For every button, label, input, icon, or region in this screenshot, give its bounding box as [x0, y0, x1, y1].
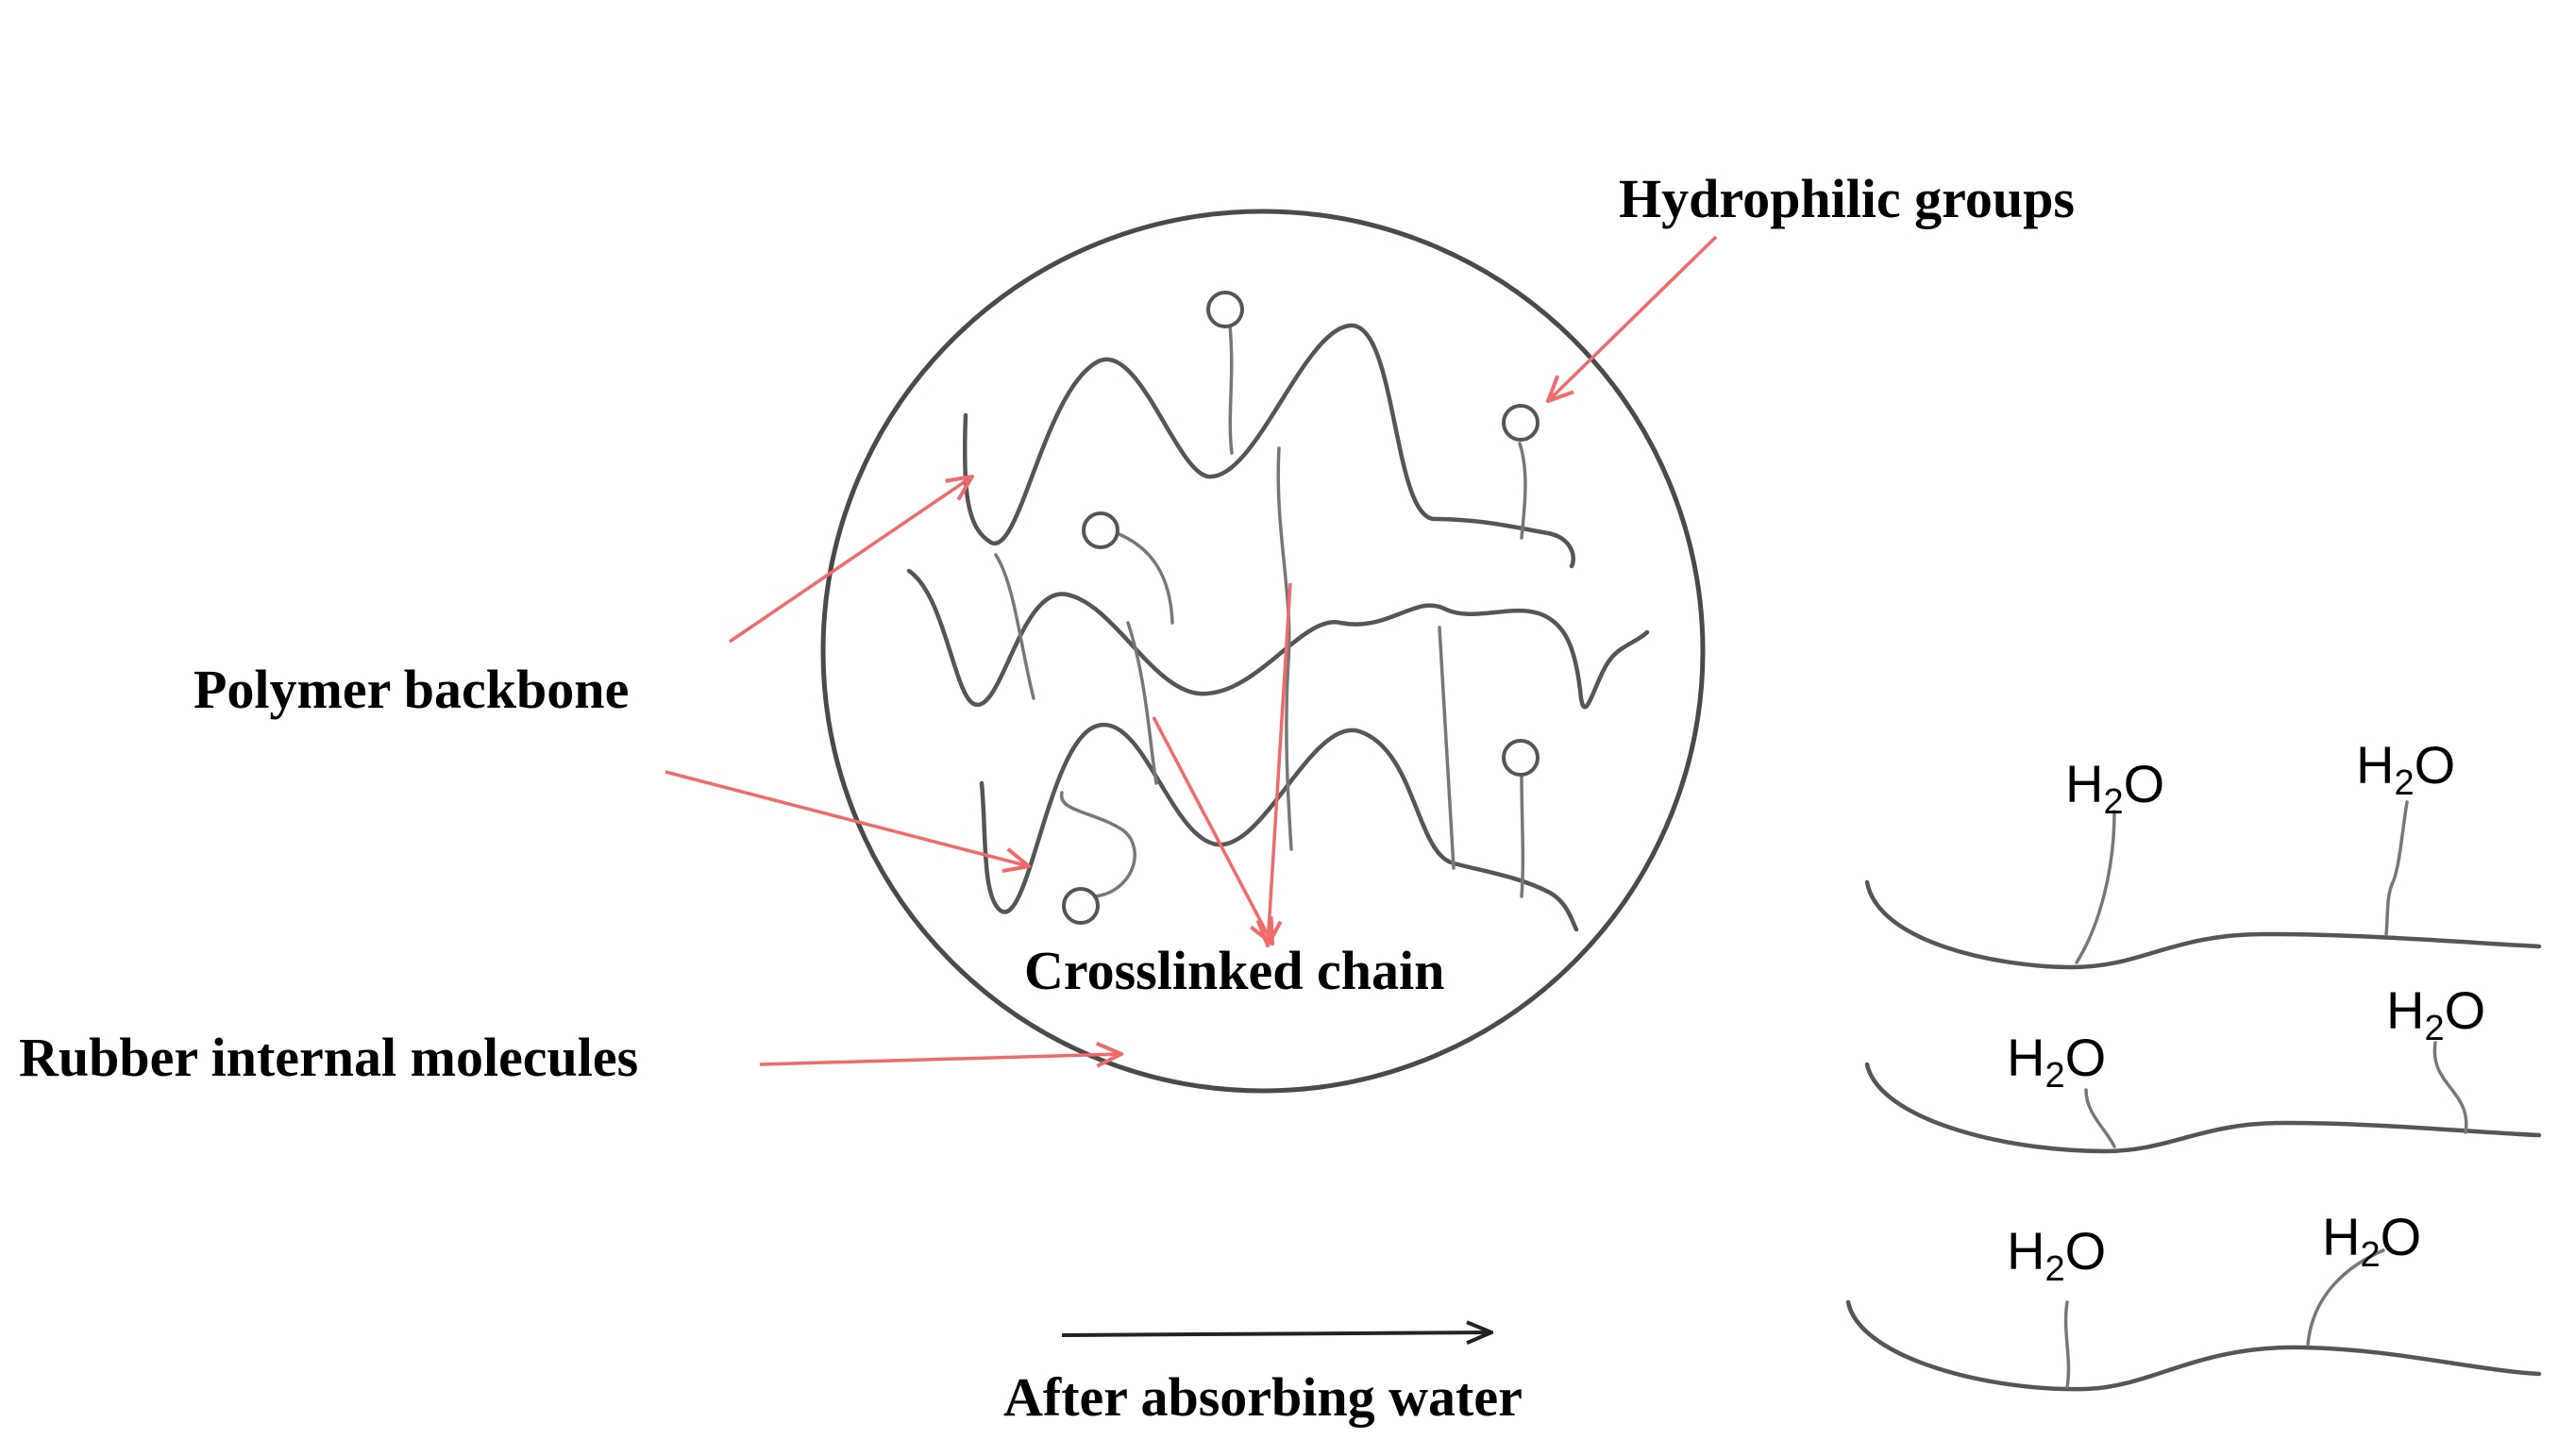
hydrophilic-bead [1082, 511, 1119, 549]
water-link [2063, 1300, 2071, 1389]
backbone-pointer-arrow-bottom [665, 770, 1029, 866]
polymer-chains [906, 323, 1650, 932]
crosslinked-chain-label: Crosslinked chain [1024, 940, 1444, 1001]
backbone-chain-bottom [979, 722, 1579, 932]
water-label: H2O [2065, 754, 2164, 822]
swollen-chain-2 [1864, 1062, 2542, 1154]
water-link [2384, 800, 2409, 936]
process-arrow [1061, 1332, 1491, 1335]
crosslink [1438, 626, 1456, 870]
rubber-pointer-arrow [759, 1054, 1121, 1064]
pointer-arrows [665, 235, 1718, 1064]
water-label: H2O [2356, 735, 2455, 803]
side-chain [1520, 772, 1525, 898]
hydrophilic-bead [1502, 739, 1540, 777]
water-link [2084, 1088, 2116, 1148]
hydrophilic-bead [1062, 887, 1100, 925]
crosslink [1276, 446, 1293, 851]
backbone-pointer-arrow-top [729, 477, 972, 644]
hydrophilic-bead [1206, 291, 1244, 328]
water-label: H2O [2322, 1207, 2421, 1275]
hydrophilic-groups-label: Hydrophilic groups [1619, 168, 2075, 229]
water-link [2432, 1041, 2468, 1134]
water-link [2075, 810, 2116, 964]
water-label: H2O [2007, 1221, 2106, 1289]
swollen-chains [1845, 800, 2542, 1392]
water-link [2306, 1248, 2385, 1347]
backbone-chain-middle [906, 568, 1650, 710]
after-absorbing-water-label: After absorbing water [1003, 1366, 1523, 1428]
water-label: H2O [2386, 980, 2485, 1048]
swollen-chain-3 [1845, 1299, 2542, 1392]
crosslink [994, 553, 1035, 700]
hydrophilic-pointer-arrow [1548, 235, 1718, 401]
hydrophilic-beads [1062, 291, 1540, 925]
crosslinks [994, 324, 1527, 898]
backbone-chain-top [962, 323, 1575, 569]
side-chain [1115, 531, 1174, 625]
crosslink [1126, 621, 1158, 785]
water-label: H2O [2007, 1028, 2106, 1096]
swollen-chain-1 [1864, 879, 2542, 970]
side-chain [1518, 442, 1527, 540]
crosslink-pointer-arrow-b [1268, 582, 1292, 946]
side-chain [1228, 324, 1234, 455]
rubber-internal-molecules-label: Rubber internal molecules [19, 1027, 638, 1088]
polymer-backbone-label: Polymer backbone [194, 659, 629, 720]
rubber-molecule-circle [820, 209, 1706, 1094]
side-chain [1060, 791, 1136, 898]
crosslink-pointer-arrow-a [1152, 716, 1272, 944]
hydrophilic-bead [1502, 404, 1540, 442]
water-labels: H2O H2O H2O H2O H2O H2O [2007, 735, 2485, 1289]
